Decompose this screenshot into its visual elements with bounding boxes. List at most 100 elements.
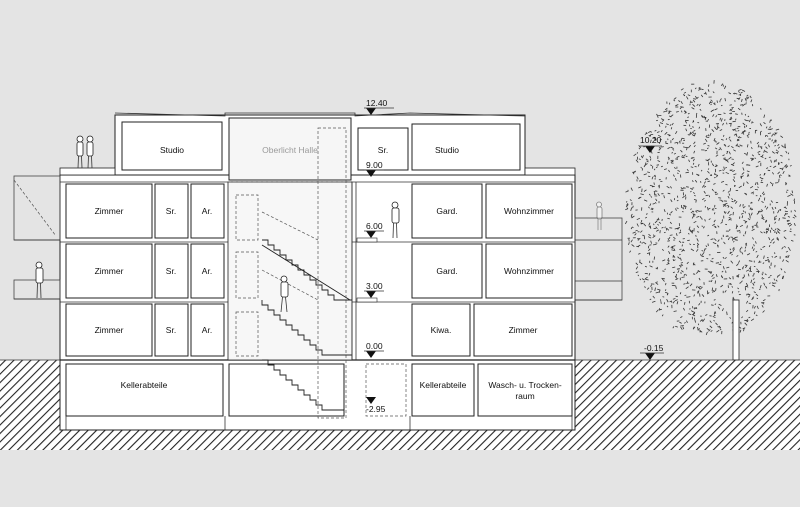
tree-leaf xyxy=(769,165,772,167)
tree-leaf xyxy=(648,225,652,229)
tree-leaf xyxy=(729,248,732,251)
tree-leaf xyxy=(680,138,683,142)
tree-leaf xyxy=(774,139,777,143)
tree-leaf xyxy=(767,261,770,263)
tree-leaf xyxy=(765,220,768,223)
tree-leaf xyxy=(635,271,639,273)
tree-leaf xyxy=(727,237,730,241)
tree-leaf xyxy=(759,123,762,127)
tree-leaf xyxy=(659,289,661,293)
tree-leaf xyxy=(697,122,700,124)
tree-leaf xyxy=(686,168,689,172)
tree-leaf xyxy=(709,325,713,329)
tree-leaf xyxy=(717,239,720,242)
tree-leaf xyxy=(721,200,724,203)
tree-leaf xyxy=(668,111,670,115)
tree-leaf xyxy=(666,305,669,308)
tree-leaf xyxy=(630,187,633,191)
tree-leaf xyxy=(743,152,747,155)
tree-leaf xyxy=(675,130,678,135)
tree-leaf xyxy=(730,108,733,112)
tree-leaf xyxy=(685,206,687,209)
tree-leaf xyxy=(787,222,791,225)
tree-leaf xyxy=(785,182,787,186)
tree-leaf xyxy=(673,236,676,240)
tree-leaf xyxy=(739,281,741,284)
tree-leaf xyxy=(734,184,736,187)
tree-leaf xyxy=(681,156,685,159)
tree-leaf xyxy=(762,262,765,265)
tree-leaf xyxy=(709,270,712,274)
tree-leaf xyxy=(775,149,778,152)
tree-leaf xyxy=(680,299,683,302)
tree-leaf xyxy=(740,104,744,106)
tree-leaf xyxy=(692,263,696,266)
tree-leaf xyxy=(661,146,664,148)
tree-leaf xyxy=(781,144,783,148)
tree-leaf xyxy=(725,183,728,186)
tree-leaf xyxy=(681,207,685,210)
tree-leaf xyxy=(649,244,652,246)
tree-leaf xyxy=(649,298,652,301)
tree-leaf xyxy=(673,259,676,262)
tree-leaf xyxy=(791,190,793,194)
tree-leaf xyxy=(681,248,685,253)
level-label-basement: -2.95 xyxy=(366,404,386,414)
tree-leaf xyxy=(645,158,649,161)
tree-leaf xyxy=(773,165,777,168)
tree-leaf xyxy=(672,148,675,151)
tree-leaf xyxy=(776,275,779,278)
tree-leaf xyxy=(643,223,647,227)
tree-leaf xyxy=(645,278,649,281)
tree-leaf xyxy=(768,237,771,241)
tree-leaf xyxy=(747,136,750,138)
tree-leaf xyxy=(784,271,786,274)
tree-leaf xyxy=(764,205,767,208)
tree-leaf xyxy=(681,264,684,266)
tree-leaf xyxy=(787,216,791,218)
tree-leaf xyxy=(728,151,731,155)
tree-leaf xyxy=(717,306,721,310)
stair-flights xyxy=(261,211,352,411)
tree-leaf xyxy=(719,129,723,132)
tree-leaf xyxy=(784,164,787,168)
tree-leaf xyxy=(712,242,717,245)
tree-leaf xyxy=(772,133,776,136)
tree-leaf xyxy=(760,107,762,110)
tree-leaf xyxy=(689,131,692,135)
tree-leaf xyxy=(663,168,667,170)
tree-leaf xyxy=(751,158,755,162)
tree-leaf xyxy=(657,184,661,187)
tree-leaf xyxy=(628,242,630,246)
tree-leaf xyxy=(660,118,665,121)
tree-leaf xyxy=(735,118,737,121)
tree-leaf xyxy=(714,126,717,130)
tree-leaf xyxy=(718,263,722,266)
tree-leaf xyxy=(637,196,641,200)
tree-leaf xyxy=(741,172,745,175)
tree-leaf xyxy=(683,146,687,148)
tree-leaf xyxy=(714,173,718,176)
tree-leaf xyxy=(717,225,720,228)
tree-leaf xyxy=(753,311,756,315)
tree-leaf xyxy=(764,141,767,146)
tree-leaf xyxy=(703,142,706,145)
tree-leaf xyxy=(774,132,778,135)
tree-leaf xyxy=(700,286,703,290)
tree-leaf xyxy=(745,282,749,287)
tree-leaf xyxy=(701,184,705,188)
room-label-wohn-2: Wohnzimmer xyxy=(504,206,554,216)
tree-leaf xyxy=(745,242,748,246)
tree-leaf xyxy=(664,107,668,111)
tree-leaf xyxy=(692,104,696,107)
tree-leaf xyxy=(732,178,736,183)
tree-leaf xyxy=(751,228,755,231)
tree-leaf xyxy=(724,166,728,169)
tree-leaf xyxy=(692,99,696,103)
tree-leaf xyxy=(760,209,764,212)
tree-leaf xyxy=(667,217,670,220)
tree-leaf xyxy=(646,252,651,254)
tree-leaf xyxy=(693,192,695,195)
tree-leaf xyxy=(752,248,755,251)
tree-leaf xyxy=(698,126,701,129)
